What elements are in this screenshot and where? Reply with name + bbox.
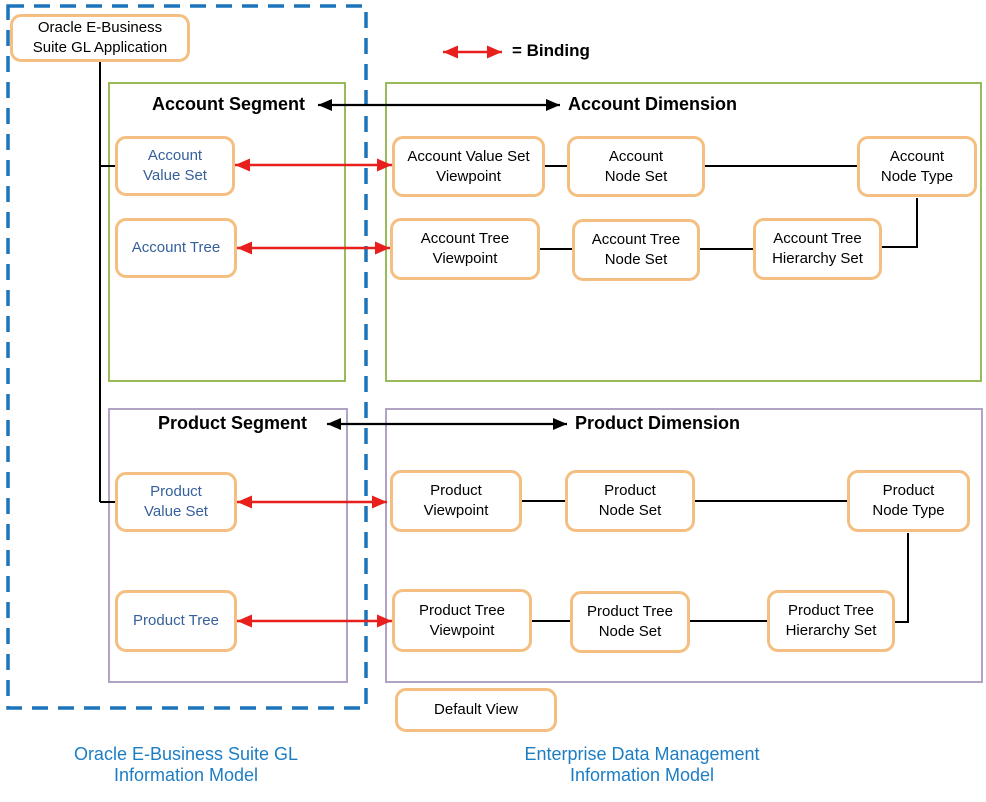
node-product-node-type: Product Node Type [847,470,970,532]
account-segment-title: Account Segment [152,94,306,114]
node-account-node-type: Account Node Type [857,136,977,197]
ebs-model-boundary [6,4,368,710]
product-segment-container [108,408,348,683]
product-dimension-title: Product Dimension [575,413,741,433]
account-dimension-title: Account Dimension [568,94,738,114]
node-account-tree-node-set: Account Tree Node Set [572,219,700,281]
node-product-tree-viewpoint: Product Tree Viewpoint [392,589,532,652]
node-product-tree: Product Tree [115,590,237,652]
connector-prod-nodetype-hierarchyset [895,533,909,623]
legend-binding-label: = Binding [512,41,590,60]
node-default-view: Default View [395,688,557,732]
connector-app-to-segments [99,62,116,503]
node-product-tree-hierarchy-set: Product Tree Hierarchy Set [767,590,895,652]
node-account-tree-viewpoint: Account Tree Viewpoint [390,218,540,280]
connector-acct-nodetype-hierarchyset [882,198,918,248]
product-dimension-container [385,408,983,683]
footer-ebs-information-model: Oracle E-Business Suite GL Information M… [73,744,299,785]
node-product-viewpoint: Product Viewpoint [390,470,522,532]
node-account-value-set-viewpoint: Account Value Set Viewpoint [392,136,545,197]
node-oracle-ebs-gl-application: Oracle E-Business Suite GL Application [10,14,190,62]
node-account-tree-hierarchy-set: Account Tree Hierarchy Set [753,218,882,280]
product-segment-title: Product Segment [158,413,308,433]
account-segment-container [108,82,346,382]
node-product-value-set: Product Value Set [115,472,237,532]
node-account-node-set: Account Node Set [567,136,705,197]
account-dimension-container [385,82,982,382]
node-account-tree: Account Tree [115,218,237,278]
node-account-value-set: Account Value Set [115,136,235,196]
footer-edm-information-model: Enterprise Data Management Information M… [524,744,760,785]
node-product-tree-node-set: Product Tree Node Set [570,591,690,653]
node-product-node-set: Product Node Set [565,470,695,532]
